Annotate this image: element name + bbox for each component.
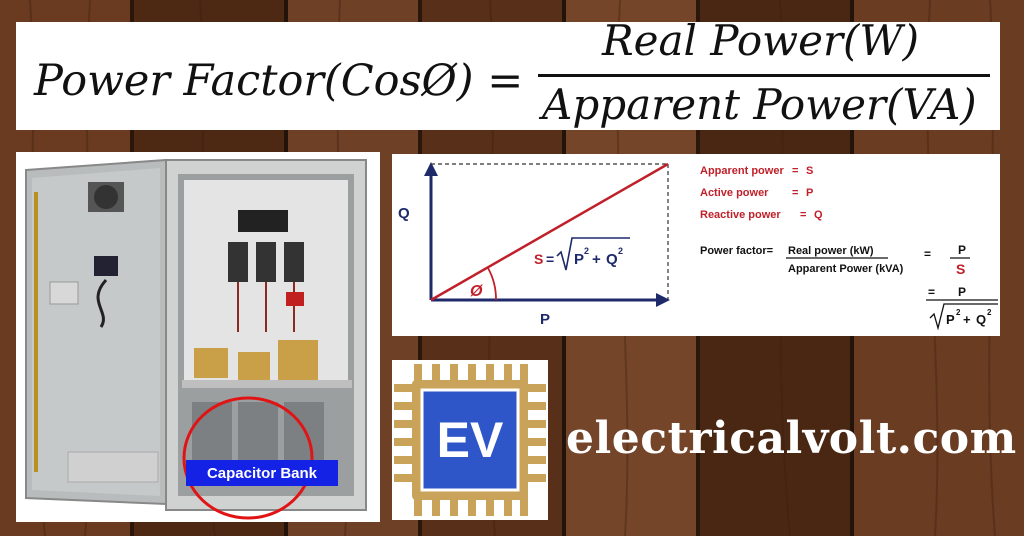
p-axis-label: P [540, 311, 550, 328]
capacitor-bank-label: Capacitor Bank [186, 460, 338, 486]
formula-banner: Power Factor(CosØ) = Real Power(W) Appar… [16, 16, 1000, 130]
fraction-line [538, 74, 990, 77]
def-reactive-eq: = [800, 209, 806, 221]
pf-label: Power factor= [700, 245, 773, 257]
q-axis-arrowhead [424, 162, 438, 176]
sqrt-q: Q [606, 251, 618, 268]
def-apparent-sym: S [806, 165, 813, 177]
def-apparent-eq: = [792, 165, 798, 177]
pf-sqrt-p: P [946, 312, 955, 327]
formula-lhs: Power Factor(CosØ) = [34, 56, 524, 106]
def-reactive: Reactive power [700, 209, 781, 221]
q-axis-label: Q [398, 205, 410, 222]
angle-arc [487, 267, 497, 301]
sqrt-q-sup: 2 [618, 246, 623, 256]
angle-label: Ø [470, 283, 483, 300]
sqrt-p: P [574, 251, 584, 268]
def-apparent: Apparent power [700, 165, 784, 177]
pf-sqrt-q: Q [976, 312, 986, 327]
p-axis-arrowhead [656, 293, 670, 307]
site-name[interactable]: electricalvolt.com [566, 413, 1017, 464]
power-triangle-diagram: Ø Q P S = P 2 + Q 2 Apparent power = S A… [392, 154, 1000, 336]
pf-sqrt-p-sup: 2 [956, 308, 961, 317]
ev-logo-text: EV [437, 412, 504, 468]
pf-numerator: Real power (kW) [788, 245, 874, 257]
pf-frac1-den: S [956, 261, 965, 277]
sqrt-sign [556, 237, 630, 271]
pf-denominator: Apparent Power (kVA) [788, 263, 904, 275]
formula-denominator: Apparent Power(VA) [542, 80, 977, 129]
def-active: Active power [700, 187, 769, 199]
hypotenuse-s [430, 162, 669, 302]
pf-eq-1: = [924, 247, 931, 261]
pf-frac2-num: P [958, 285, 966, 299]
def-active-eq: = [792, 187, 798, 199]
hyp-s-label: S [534, 251, 543, 267]
pf-sqrt-q-sup: 2 [987, 308, 992, 317]
sqrt-plus: + [592, 251, 601, 268]
hyp-eq: = [546, 251, 554, 267]
def-reactive-sym: Q [814, 209, 823, 221]
pf-eq-2: = [928, 285, 935, 299]
electrical-cabinet-illustration [25, 158, 367, 520]
pf-sqrt-plus: + [963, 312, 971, 327]
pf-frac1-num: P [958, 243, 966, 257]
ev-logo: EV [392, 360, 548, 520]
sqrt-p-sup: 2 [584, 246, 589, 256]
def-active-sym: P [806, 187, 813, 199]
formula-numerator: Real Power(W) [602, 16, 919, 65]
